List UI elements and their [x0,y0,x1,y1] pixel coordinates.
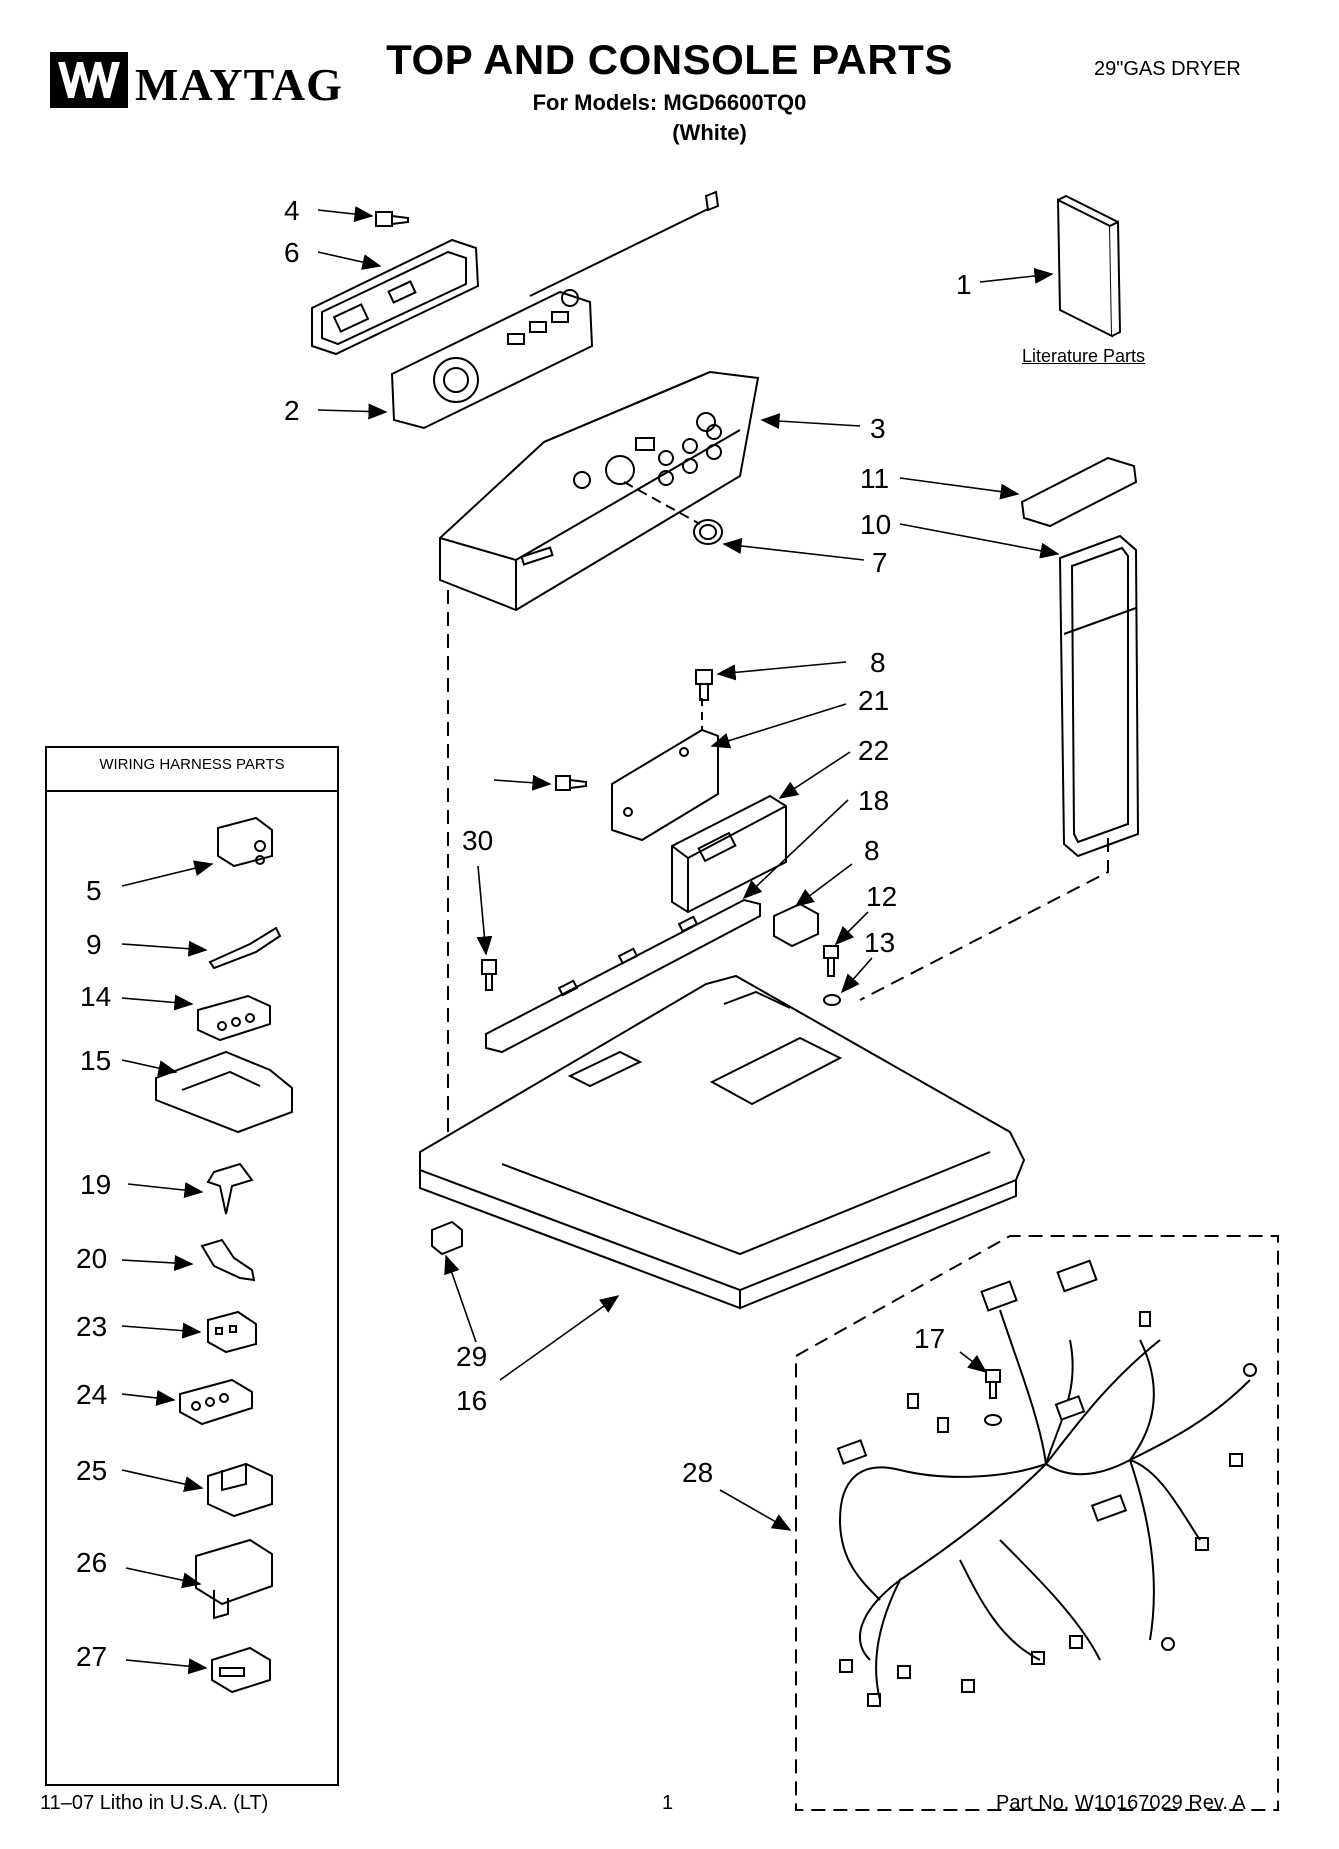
lint-screen-part [1058,534,1140,858]
connector-part-5 [217,816,273,868]
connector-part-23 [207,1310,257,1354]
wiring-harness-panel [45,746,339,1786]
callout-29: 29 [456,1341,487,1372]
maytag-logo-mark [50,52,128,108]
strip-part [485,898,761,1054]
connector-part-14 [197,994,271,1042]
screw-part-4 [375,211,409,227]
callout-2: 2 [284,395,300,426]
harness-callout-26: 26 [76,1547,107,1578]
harness-callout-15: 15 [80,1045,111,1076]
callout-13: 13 [864,927,895,958]
top-panel-part [419,974,1026,1310]
product-type: 29"GAS DRYER [1094,58,1241,80]
callout-18: 18 [858,785,889,816]
harness-callout-19: 19 [80,1169,111,1200]
control-board-part [390,289,594,430]
bracket-part [611,728,719,842]
callout-6: 6 [284,237,300,268]
connector-part-25 [207,1462,273,1518]
callout-21: 21 [858,685,889,716]
lint-cover-part [1020,456,1138,528]
callout-7: 7 [872,547,888,578]
callout-1: 1 [956,269,972,300]
literature-parts-label: Literature Parts [1022,346,1146,366]
harness-callout-numbers: 5 9 14 15 19 20 23 24 25 26 27 [76,875,111,1672]
connector-part-27 [211,1646,271,1694]
harness-callout-27: 27 [76,1641,107,1672]
harness-callout-24: 24 [76,1379,107,1410]
harness-callout-20: 20 [76,1243,107,1274]
callout-11: 11 [860,463,889,494]
connector-part-24 [179,1378,253,1426]
terminal-part-20 [200,1238,256,1282]
terminal-part-9 [208,926,282,970]
harness-callout-9: 9 [86,929,102,960]
callout-3: 3 [870,413,886,444]
screw-part-8-lower [481,959,497,991]
footer-page-number: 1 [662,1792,674,1814]
callout-22: 22 [858,735,889,766]
wiring-harness-divider [47,790,337,792]
harness-callout-5: 5 [86,875,102,906]
harness-callout-25: 25 [76,1455,107,1486]
color-line: (White) [672,120,747,145]
callout-8: 8 [864,835,880,866]
callout-16: 16 [456,1385,487,1416]
callout-10: 10 [860,509,891,540]
screw-part-8-left [555,775,587,791]
knob-part [693,519,723,545]
wiring-harness-title: WIRING HARNESS PARTS [99,756,285,773]
clip-part-12 [773,902,819,948]
callout-28: 28 [682,1457,713,1488]
harness-callout-23: 23 [76,1311,107,1342]
brand-name: MAYTAG [135,59,343,110]
control-bezel-part [311,238,480,356]
maytag-m-icon [58,62,120,98]
main-wire-harness-part [836,1259,1257,1707]
screw-part-17 [984,1369,1002,1426]
footer-part-number: Part No. W10167029 Rev. A [996,1792,1246,1814]
harness-callout-14: 14 [80,981,111,1012]
callout-4: 4 [284,195,300,226]
connector-part-15 [155,1050,293,1134]
screw-part-13 [823,945,839,977]
console-part [439,370,760,612]
screw-part-8-top [695,669,713,701]
clip-part-19 [206,1162,254,1215]
module-part [671,794,787,914]
washer-part-30 [823,994,841,1006]
callout-17: 17 [914,1323,945,1354]
foot-part [431,1220,463,1256]
connector-part-26 [195,1538,273,1620]
callout-30: 30 [462,825,493,856]
model-line: For Models: MGD6600TQ0 [532,90,807,115]
footer-litho: 11–07 Litho in U.S.A. (LT) [40,1792,269,1814]
page-title: TOP AND CONSOLE PARTS [386,36,953,83]
callout-12: 12 [866,881,897,912]
literature-booklet-part [1056,194,1122,338]
callout-8: 8 [870,647,886,678]
